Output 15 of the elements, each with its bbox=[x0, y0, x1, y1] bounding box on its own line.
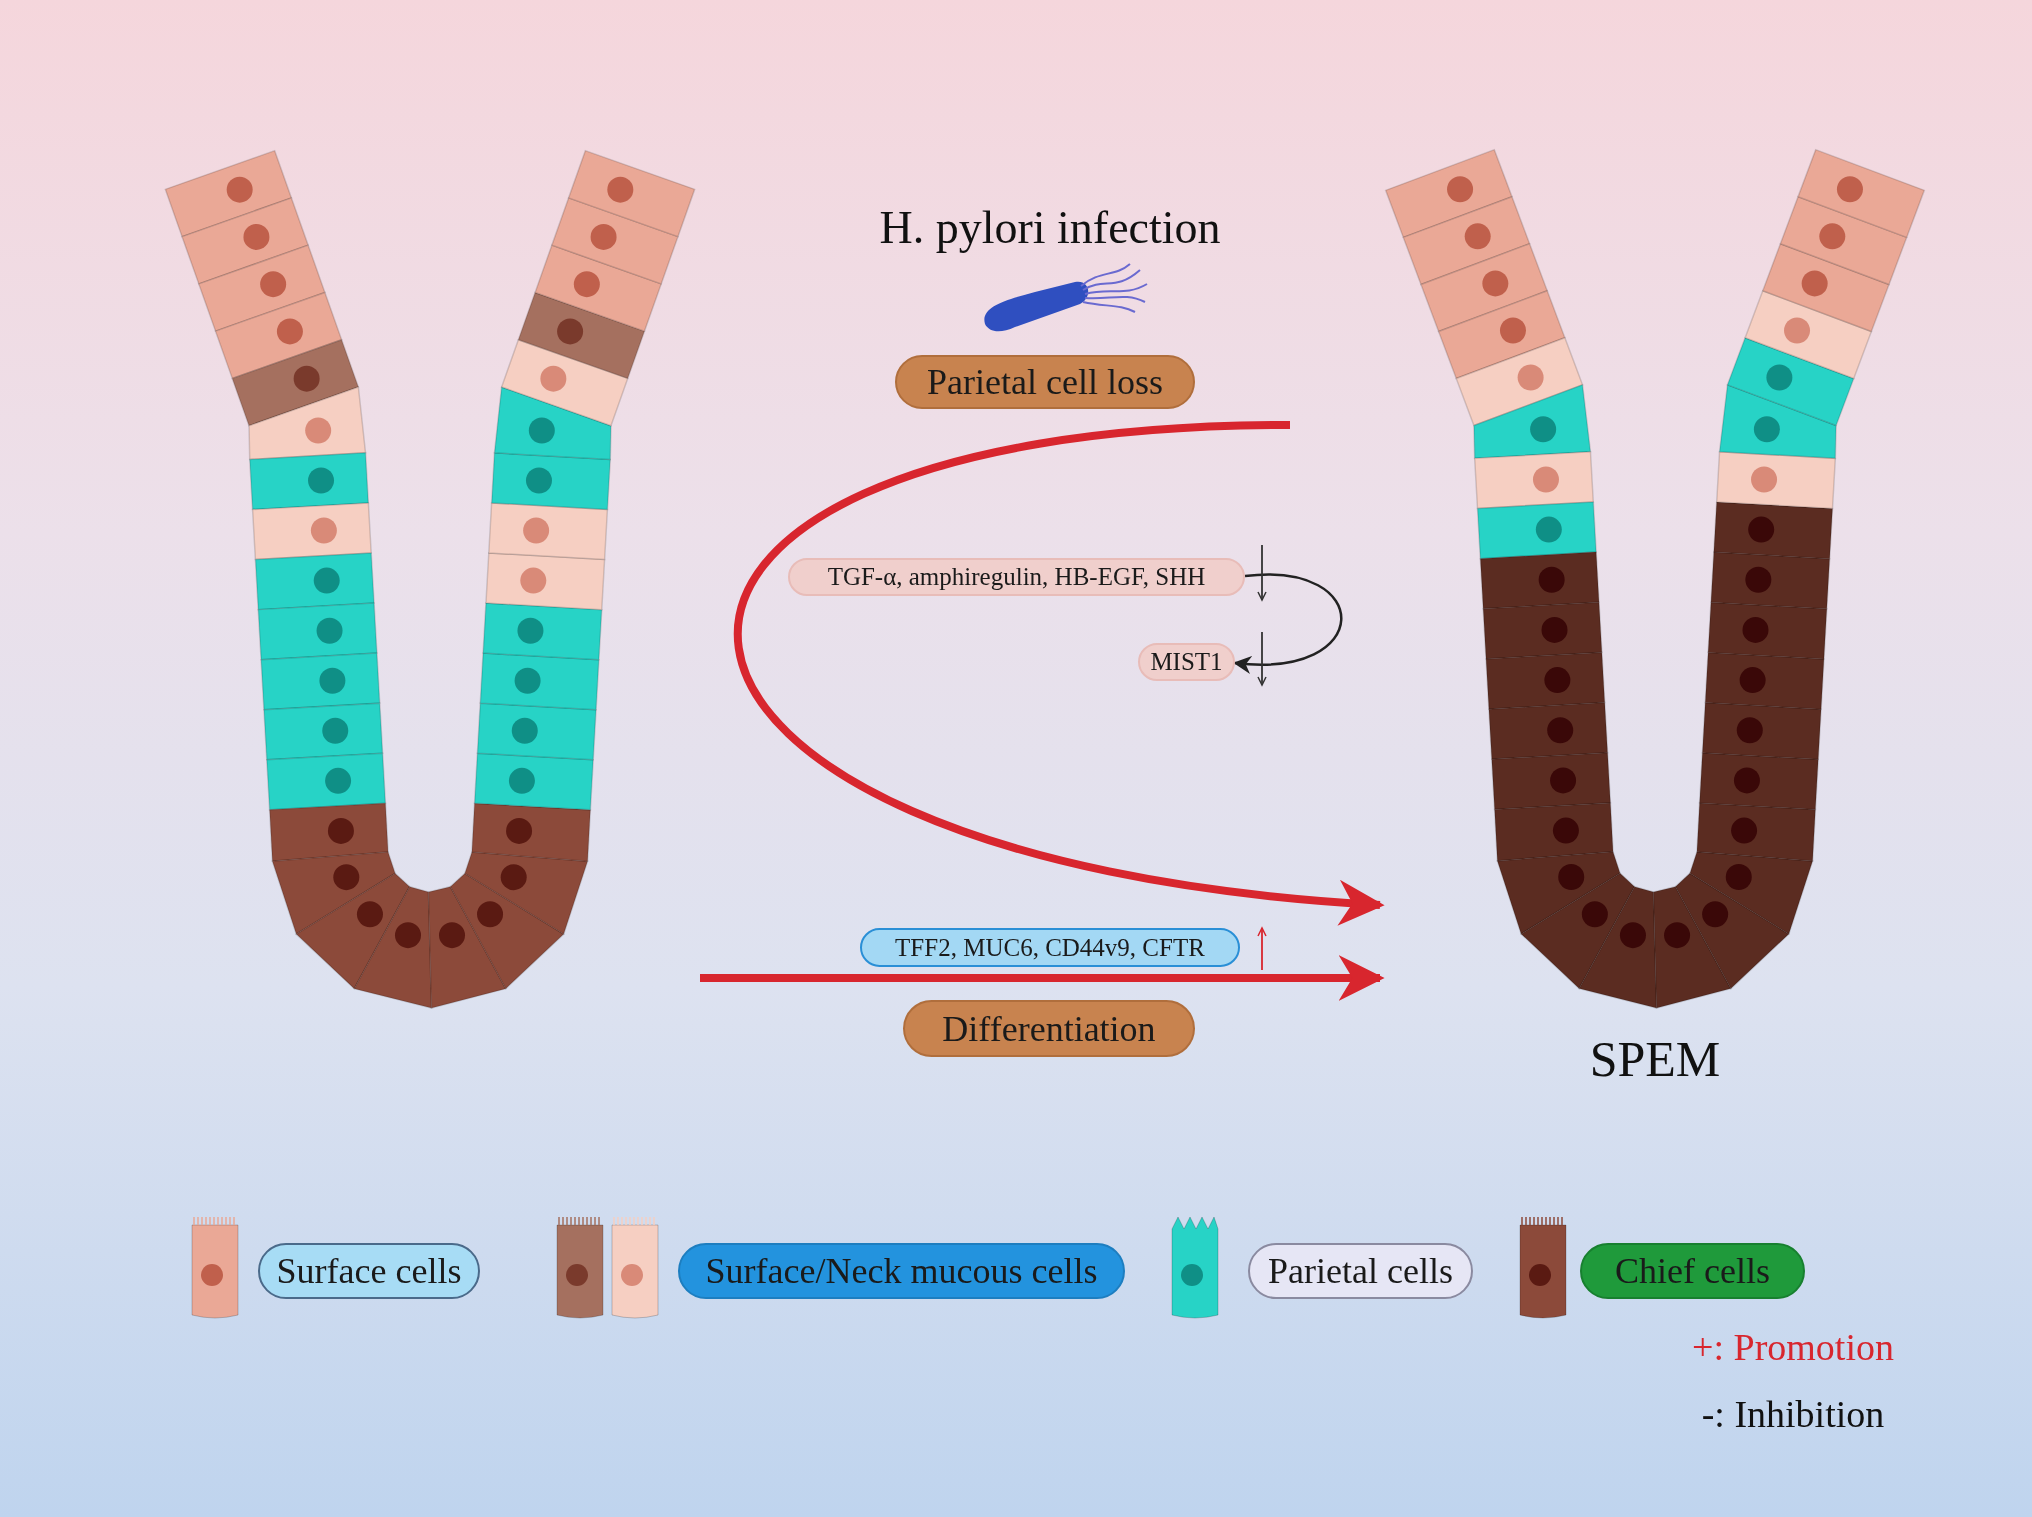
legend-label: Parietal cells bbox=[1248, 1243, 1473, 1299]
gland-caption: SPEM bbox=[1589, 1032, 1721, 1087]
label-pill: TFF2, MUC6, CD44v9, CFTR bbox=[860, 928, 1240, 967]
label-pill: Parietal cell loss bbox=[895, 355, 1195, 409]
legend-label: Chief cells bbox=[1580, 1243, 1805, 1299]
legend-label: Surface/Neck mucous cells bbox=[678, 1243, 1125, 1299]
annotation-text: H. pylori infection bbox=[879, 201, 1221, 255]
key-text: +: Promotion bbox=[1692, 1325, 1894, 1370]
legend-label: Surface cells bbox=[258, 1243, 480, 1299]
label-pill: Differentiation bbox=[903, 1000, 1195, 1057]
key-text: -: Inhibition bbox=[1701, 1392, 1885, 1437]
label-pill: MIST1 bbox=[1138, 643, 1235, 681]
label-pill: TGF-α, amphiregulin, HB-EGF, SHH bbox=[788, 558, 1245, 596]
arrow bbox=[736, 421, 1385, 924]
arrow bbox=[1233, 573, 1343, 673]
